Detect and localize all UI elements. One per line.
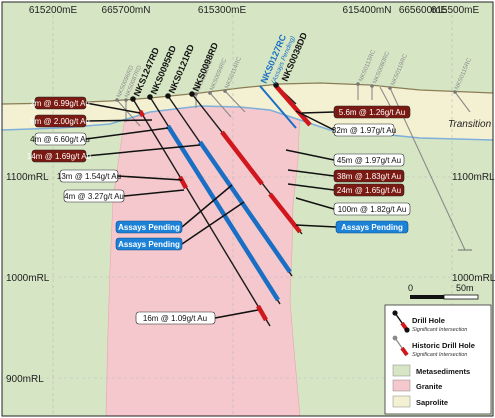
intercept-label: 16m @ 1.09g/t Au: [143, 314, 207, 323]
historic-hole-nks0115rc: [454, 91, 471, 113]
scale-end: 50m: [456, 283, 474, 293]
assays-pending-label: Assays Pending: [118, 240, 180, 249]
rl-labels: 1100mRL 1000mRL 900mRL 1100mRL 1000mRL: [6, 172, 495, 385]
intercept-label: 24m @ 1.65g/t Au: [337, 186, 401, 195]
legend-metasediments: Metasediments: [416, 367, 470, 376]
easting-label: 615400mN: [343, 5, 392, 16]
legend-drill-hole-sub: Significant Intersection: [412, 327, 467, 333]
saprolite-swatch: [392, 395, 411, 408]
leader-lines: [85, 102, 337, 319]
legend: Drill Hole Significant Intersection Hist…: [384, 304, 492, 415]
intercept-label: 14m @ 1.69g/t Au: [27, 152, 91, 161]
rl-label-right: 1000mRL: [452, 273, 495, 284]
hole-trace-nks0127rc: [259, 85, 297, 129]
intercept-label: 13m @ 1.54g/t Au: [57, 172, 121, 181]
legend-historic-hole-sub: Significant Intersection: [412, 352, 467, 358]
rl-label-right: 1100mRL: [452, 172, 495, 183]
intercept-labels-left: 2m @ 6.99g/t Au 6m @ 2.00g/t Au 4m @ 6.6…: [27, 96, 216, 325]
easting-label: 615500mE: [431, 5, 480, 16]
intercept-labels-right: 5.6m @ 1.26g/t Au 32m @ 1.97g/t Au 45m @…: [332, 105, 411, 216]
top-grid-labels: 615200mE 665700mN 615300mE 615400mN 6656…: [29, 5, 480, 16]
rl-label-left: 1100mRL: [6, 172, 49, 183]
historic-drill-hole-symbol: [392, 335, 409, 357]
intercept-label: 4m @ 3.27g/t Au: [64, 192, 124, 201]
assays-pending-label: Assays Pending: [118, 223, 180, 232]
intercept-label: 38m @ 1.83g/t Au: [337, 172, 401, 181]
metasediments-swatch: [392, 364, 411, 377]
granite-swatch: [392, 379, 411, 392]
intercept-label: 45m @ 1.97g/t Au: [337, 156, 401, 165]
topography-line: [2, 82, 493, 105]
intercept-label: 2m @ 6.99g/t Au: [30, 99, 90, 108]
grid: [4, 15, 491, 416]
assays-pending-labels: Assays Pending Assays Pending Assays Pen…: [115, 220, 409, 251]
historic-hole-nks0096rd: [116, 99, 141, 127]
assays-pending-label: Assays Pending: [341, 223, 403, 232]
historic-hole-nks0114rc: [224, 90, 246, 113]
drill-hole-symbol: [392, 310, 410, 333]
scale-bar: 0 50m: [408, 283, 479, 300]
legend-saprolite: Saprolite: [416, 398, 448, 407]
easting-label: 665700mN: [102, 5, 151, 16]
intercept-label: 6m @ 2.00g/t Au: [30, 117, 90, 126]
legend-historic-hole: Historic Drill Hole: [412, 341, 475, 350]
new-holes: [132, 84, 312, 327]
easting-label: 665600mE: [399, 5, 448, 16]
intercept-label: 5.6m @ 1.26g/t Au: [339, 108, 405, 117]
rl-label-left: 1000mRL: [6, 273, 50, 284]
easting-label: 615300mE: [198, 5, 247, 16]
easting-label: 615200mE: [29, 5, 78, 16]
legend-granite: Granite: [416, 382, 442, 391]
intercept-label: 100m @ 1.82g/t Au: [338, 205, 407, 214]
rl-label-left: 900mRL: [6, 374, 44, 385]
intercept-label: 4m @ 6.60g/t Au: [30, 135, 90, 144]
transition-label: Transition: [448, 119, 492, 130]
historic-hole-nks0094rc: [209, 92, 232, 118]
intercept-label: 32m @ 1.97g/t Au: [332, 126, 396, 135]
hole-trace-nks1247rd: [132, 98, 271, 327]
scale-start: 0: [408, 283, 413, 293]
legend-drill-hole: Drill Hole: [412, 316, 445, 325]
